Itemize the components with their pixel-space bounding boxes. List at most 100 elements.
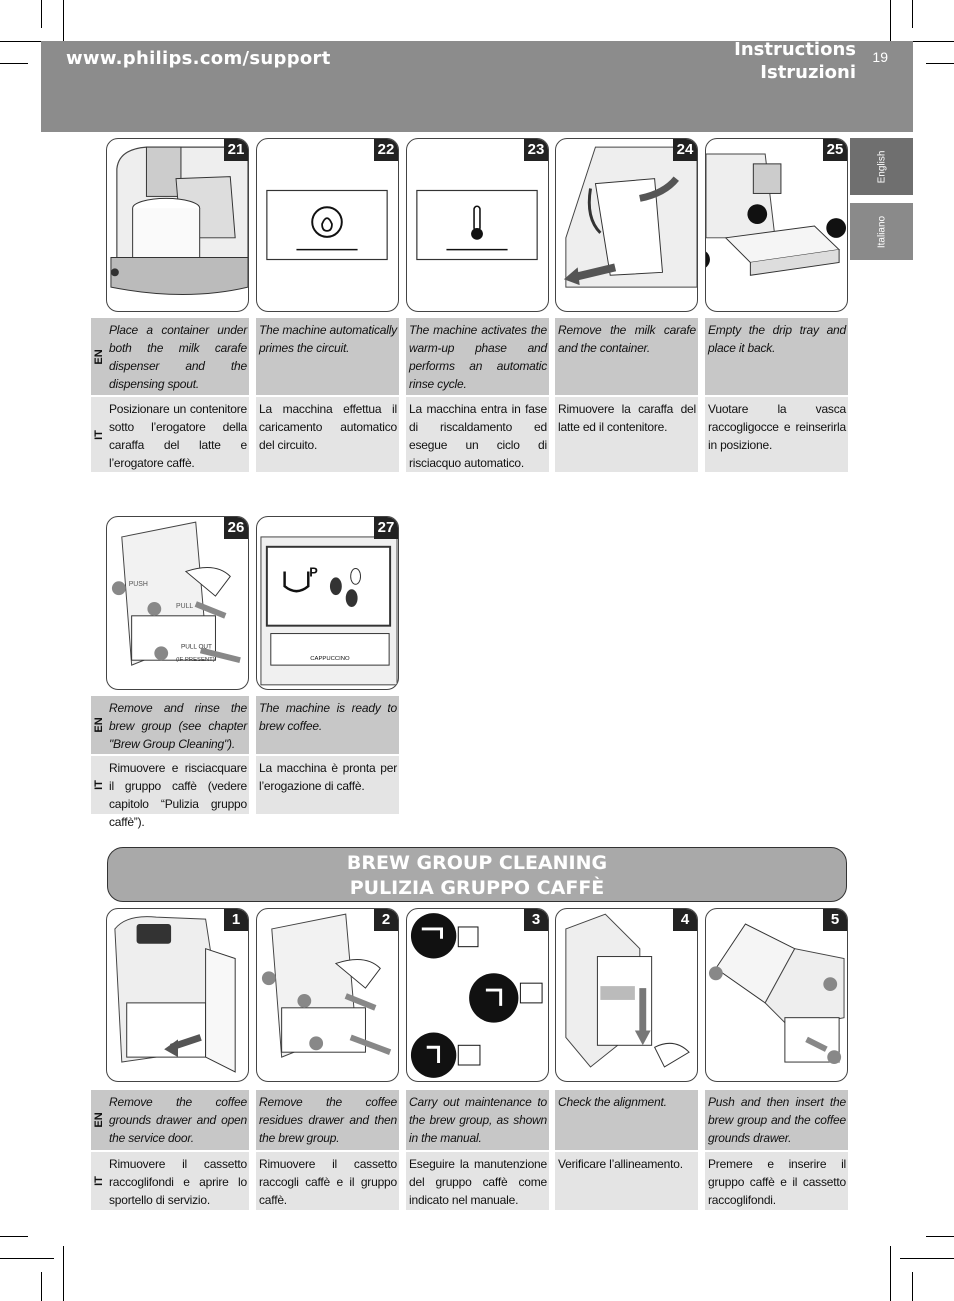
step-26-illustration: PUSH PULL PULL OUT (IF PRESENT) 26 — [106, 516, 249, 690]
cleaning-step-1-it: Rimuovere il cassetto raccogli­fondi e a… — [106, 1152, 249, 1210]
step-25-it: Vuotare la vasca raccogligocce e reinser… — [705, 397, 848, 472]
lang-en-label: EN — [91, 1090, 106, 1150]
step-25-en: Empty the drip tray and place it back. — [705, 318, 848, 395]
title-it: Istruzioni — [760, 62, 856, 83]
page-header — [41, 41, 913, 132]
banner-title-it: PULIZIA GRUPPO CAFFÈ — [349, 877, 605, 899]
crop-mark — [0, 1236, 28, 1237]
svg-text:PULL OUT: PULL OUT — [181, 643, 212, 650]
cleaning-step-4-en: Check the alignment. — [555, 1090, 698, 1150]
cleaning-step-1-illustration: 1 — [106, 908, 249, 1082]
open-service-door-illustration — [114, 916, 236, 1073]
cleaning-step-4-it: Verificare l’allineamento. — [555, 1152, 698, 1210]
lang-it-label: IT — [91, 397, 106, 472]
cleaning-step-3-en: Carry out maintenance to the brew group,… — [406, 1090, 549, 1150]
remove-carafe-illustration — [563, 146, 697, 288]
step-25-illustration: 25 — [705, 138, 848, 312]
remove-brew-group-illustration: PUSH PULL PULL OUT (IF PRESENT) — [111, 521, 241, 666]
step-27-illustration: P CAPPUCCINO 27 — [256, 516, 399, 690]
crop-mark — [926, 63, 954, 64]
step-number: 25 — [823, 139, 847, 161]
crop-mark — [912, 1272, 913, 1301]
step-number: 4 — [673, 909, 697, 931]
display-priming-illustration — [266, 189, 388, 261]
step-number: 24 — [673, 139, 697, 161]
section-banner: BREW GROUP CLEANING PULIZIA GRUPPO CAFFÈ — [107, 847, 847, 902]
step-24-illustration: 24 — [555, 138, 698, 312]
insert-brew-group-illustration — [708, 923, 845, 1065]
banner-title-en: BREW GROUP CLEANING — [346, 852, 608, 874]
step-21-it: Posizionare un contenitore sotto l’eroga… — [106, 397, 249, 472]
step-23-illustration: 23 — [406, 138, 549, 312]
check-alignment-illustration — [565, 913, 690, 1068]
svg-text:PUSH: PUSH — [129, 581, 148, 588]
crop-mark — [63, 1246, 64, 1301]
step-27-it: La macchina è pronta per l’erogazione di… — [256, 756, 399, 814]
step-26-it: Rimuovere e risciacquare il gruppo caffè… — [106, 756, 249, 829]
cleaning-step-2-en: Remove the coffee residues drawer and th… — [256, 1090, 399, 1150]
empty-drip-tray-illustration — [706, 153, 847, 276]
coffee-machine-milk-carafe-illustration — [110, 146, 248, 296]
lang-en-label: EN — [91, 318, 106, 395]
cleaning-step-2-it: Rimuovere il cassetto raccogli caffè e i… — [256, 1152, 399, 1210]
step-21-en: Place a container under both the milk ca… — [106, 318, 249, 395]
cleaning-step-4-illustration: 4 — [555, 908, 698, 1082]
step-21-illustration: 21 — [106, 138, 249, 312]
step-27-en: The machine is ready to brew coffee. — [256, 696, 399, 754]
tab-italiano[interactable]: Italiano — [850, 203, 913, 260]
cleaning-step-2-illustration: 2 — [256, 908, 399, 1082]
cleaning-step-3-illustration: 3 — [406, 908, 549, 1082]
remove-residues-drawer-illustration — [261, 913, 392, 1058]
page-title: Instructions Istruzioni — [734, 38, 856, 84]
crop-mark — [63, 0, 64, 54]
tab-english-label: English — [876, 150, 887, 183]
cleaning-step-5-illustration: 5 — [705, 908, 848, 1082]
lang-it-label: IT — [91, 1152, 106, 1210]
svg-text:P: P — [309, 564, 318, 579]
step-24-it: Rimuovere la caraffa del latte ed il con… — [555, 397, 698, 472]
lang-it-label: IT — [91, 756, 106, 814]
crop-mark — [890, 1246, 891, 1301]
display-warmup-illustration — [416, 189, 538, 261]
crop-mark — [0, 63, 28, 64]
tab-english[interactable]: English — [850, 138, 913, 195]
crop-mark — [912, 0, 913, 28]
crop-mark — [41, 0, 42, 28]
crop-mark — [41, 1272, 42, 1301]
step-22-illustration: 22 — [256, 138, 399, 312]
step-number: 3 — [524, 909, 548, 931]
step-24-en: Remove the milk carafe and the container… — [555, 318, 698, 395]
step-number: 21 — [224, 139, 248, 161]
step-number: 5 — [823, 909, 847, 931]
svg-text:CAPPUCCINO: CAPPUCCINO — [310, 656, 350, 662]
support-url[interactable]: www.philips.com/support — [66, 48, 331, 69]
crop-mark — [890, 0, 891, 54]
crop-mark — [926, 1236, 954, 1237]
machine-ready-display-illustration: P CAPPUCCINO — [260, 536, 398, 686]
step-number: 1 — [224, 909, 248, 931]
cleaning-step-3-it: Eseguire la manutenzione del gruppo caff… — [406, 1152, 549, 1210]
step-number: 2 — [374, 909, 398, 931]
lang-en-label: EN — [91, 696, 106, 754]
step-number: 26 — [224, 517, 248, 539]
step-23-en: The machine activates the warm-up phase … — [406, 318, 549, 395]
step-number: 22 — [374, 139, 398, 161]
svg-text:PULL: PULL — [176, 603, 193, 610]
step-number: 27 — [374, 517, 398, 539]
tab-italiano-label: Italiano — [876, 215, 887, 248]
cleaning-step-5-it: Premere e inserire il gruppo caffè e il … — [705, 1152, 848, 1210]
page-number: 19 — [872, 49, 888, 65]
crop-mark — [900, 41, 954, 42]
crop-mark — [0, 41, 54, 42]
cleaning-step-1-en: Remove the coffee grounds drawer and ope… — [106, 1090, 249, 1150]
cleaning-step-5-en: Push and then insert the brew group and … — [705, 1090, 848, 1150]
step-26-en: Remove and rinse the brew group (see cha… — [106, 696, 249, 754]
step-number: 23 — [524, 139, 548, 161]
crop-mark — [0, 1258, 54, 1259]
step-23-it: La macchina entra in fase di riscaldamen… — [406, 397, 549, 472]
svg-text:(IF PRESENT): (IF PRESENT) — [176, 657, 215, 663]
maintenance-schedule-illustration — [410, 913, 543, 1078]
step-22-en: The machine automatically primes the cir… — [256, 318, 399, 395]
crop-mark — [900, 1258, 954, 1259]
title-en: Instructions — [734, 39, 856, 60]
